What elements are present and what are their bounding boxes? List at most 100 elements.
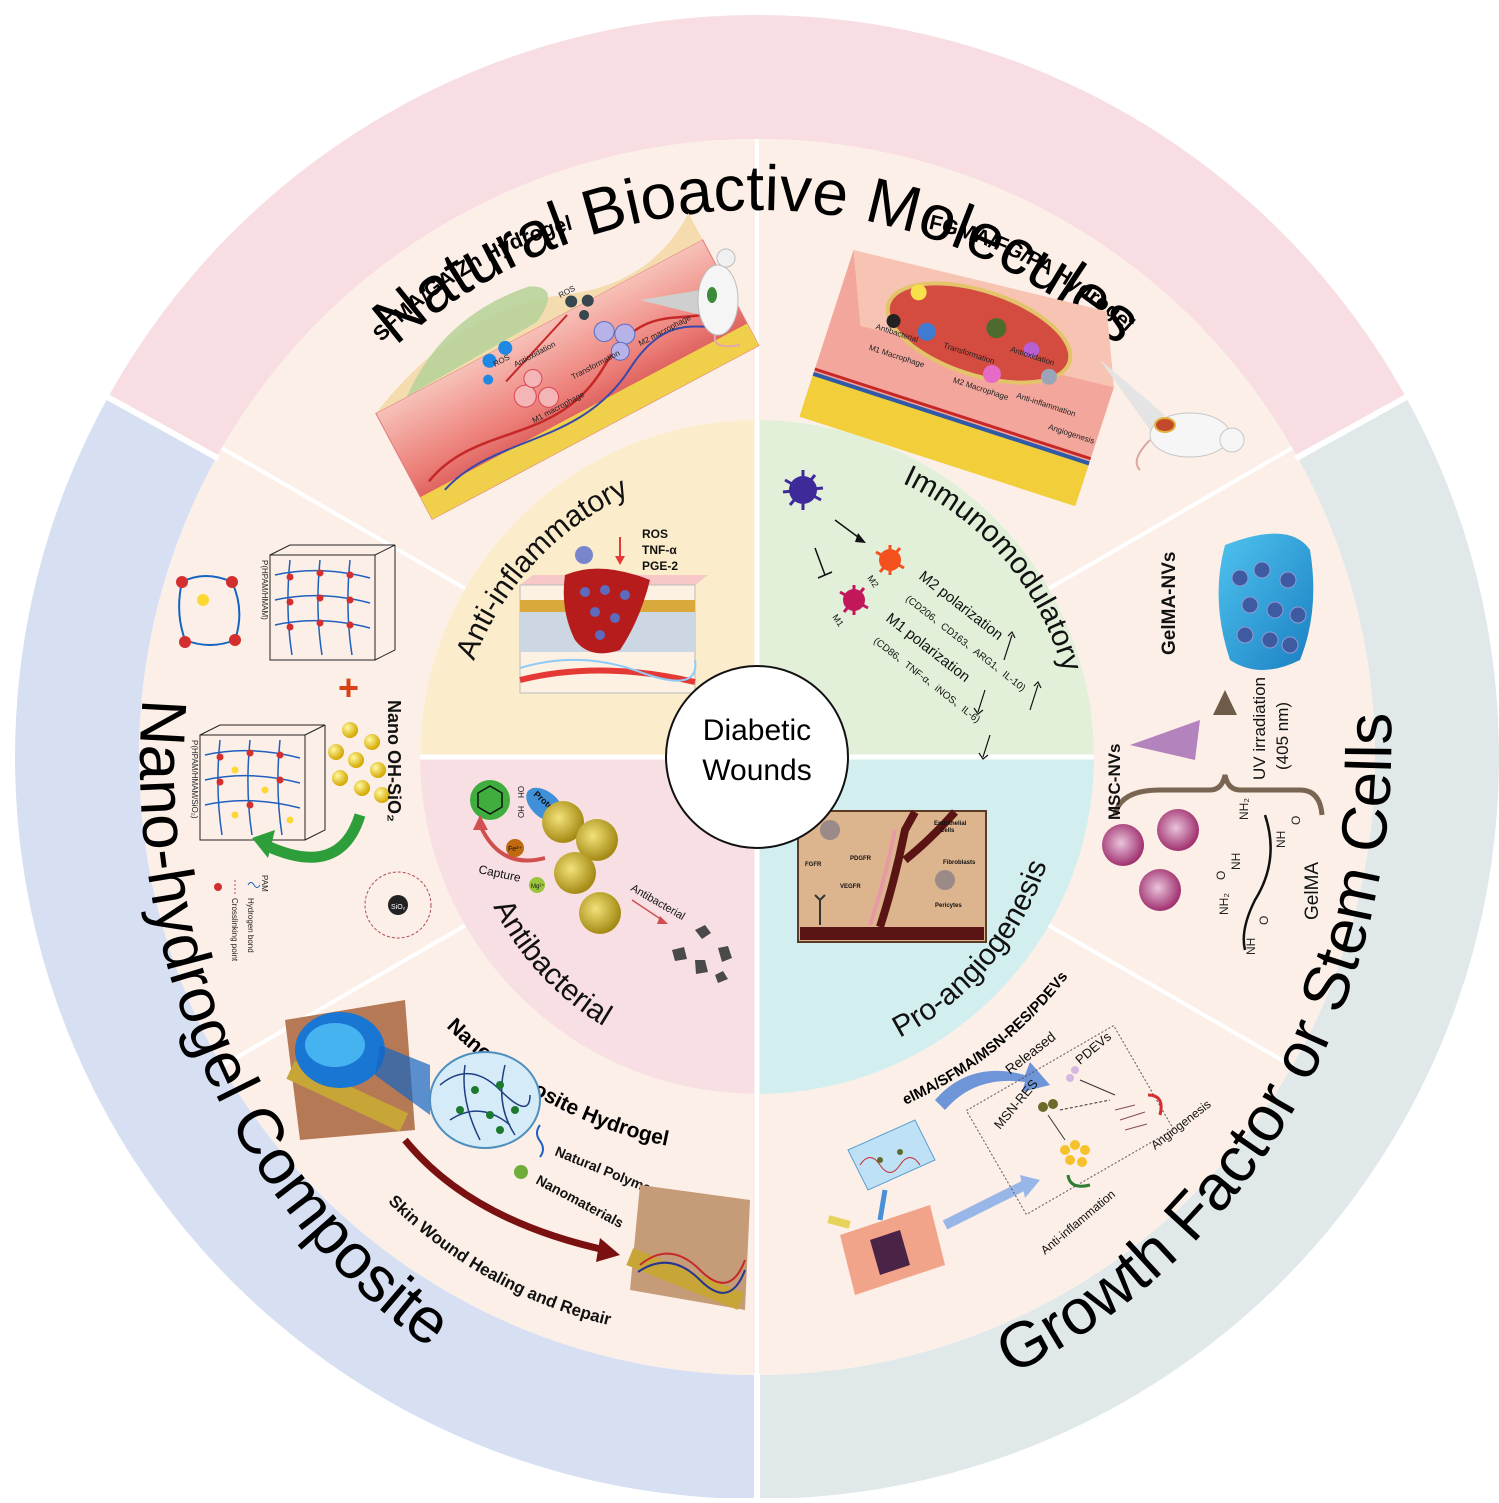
panel-fgma-fg-pa-hydrogel: FGMA/FG/PA Hydrogel Antibacterial Transf… xyxy=(799,211,1245,507)
gelma-chemical-structure: NH₂ NH O NH O NH₂ NH O xyxy=(1214,798,1303,955)
label-msc-nvs: MSC-NVs xyxy=(1105,743,1124,820)
inhibit-icon xyxy=(814,547,833,579)
mg2-ion-icon xyxy=(529,877,545,893)
outer-sector-nano-hydrogel-composite xyxy=(15,397,757,1500)
angiogenesis-diagram: Endothelial Cells FGFR PDGFR Fibroblasts… xyxy=(797,809,987,943)
gelma-nvs-hydrogel xyxy=(1218,533,1314,670)
label-fe3: Fe³⁺ xyxy=(508,846,523,853)
legend-pam: PAM xyxy=(260,875,269,892)
inflammatory-cells xyxy=(1060,1140,1090,1167)
fe3-ion-icon xyxy=(506,839,524,857)
outer-divider-upper-right xyxy=(1294,392,1411,461)
skin-wound-illustration-2: Antibacterial Transformation Antioxidati… xyxy=(799,250,1114,507)
quadrant-bg-immunomodulatory xyxy=(757,420,1094,757)
label-mg2: Mg²⁺ xyxy=(531,883,545,890)
pdev-particles xyxy=(1066,1066,1079,1082)
outer-divider-upper-left xyxy=(103,392,220,461)
dead-bacteria-fragments xyxy=(672,925,732,983)
label-fibroblasts: Fibroblasts xyxy=(943,860,976,866)
mechanism-box xyxy=(965,1024,1175,1216)
cube-p-hpam-hmam: P(HPAM/HMAM) xyxy=(260,544,396,661)
bacteria-cluster xyxy=(542,801,621,934)
chem-nh2-2: NH₂ xyxy=(1217,893,1231,915)
m1-macrophages xyxy=(513,368,560,408)
vessel-icon xyxy=(1114,1104,1148,1131)
label-endothelial: Endothelial xyxy=(934,821,967,827)
marker-tnf-alpha: TNF-α xyxy=(642,543,677,557)
label-sio2-core: SiO₂ xyxy=(391,904,406,911)
receptor-icon xyxy=(814,894,826,925)
macrophage-m0-icon xyxy=(782,470,824,510)
chem-nh-2: NH xyxy=(1229,853,1243,870)
label-pdgfr: PDGFR xyxy=(850,856,872,862)
skin-wound-illustration: ROS Antioxidation ROS M1 macrophage Tran… xyxy=(375,213,760,520)
label-uv-wavelength: (405 nm) xyxy=(1273,702,1292,770)
pam-legend-icon xyxy=(247,882,261,888)
label-pericytes: Pericytes xyxy=(935,903,962,909)
plus-icon: + xyxy=(338,667,359,708)
msn-res-particles xyxy=(1038,1099,1058,1112)
nv-wedge-icon xyxy=(1130,720,1200,760)
green-arrow-icon xyxy=(262,813,366,863)
outer-sector-natural-bioactive-molecules xyxy=(108,14,1406,458)
label-p-hpam-hmam-sio2: P(HPAM/HMAM/SiO₂) xyxy=(190,740,199,819)
panel-gelma-nvs: GelMA-NVs UV irradiation (405 nm) MSC-NV… xyxy=(1102,533,1325,955)
macrophage-m2-icon xyxy=(875,545,905,575)
ros-particles xyxy=(482,294,594,385)
chem-nh-3: NH xyxy=(1244,938,1258,955)
healing-arrow-icon xyxy=(402,1137,606,1254)
legend-left-panel: PAM Hydrogen bond Crosslinking point xyxy=(214,875,269,962)
label-uv-irradiation: UV irradiation xyxy=(1250,677,1269,780)
label-nano-oh-sio2: Nano OH-SiO₂ xyxy=(384,700,404,822)
released-arrow-icon xyxy=(935,1062,1050,1110)
middle-divider-upper-left xyxy=(220,446,467,591)
label-cells: Cells xyxy=(940,828,955,834)
chem-o-2: O xyxy=(1214,871,1228,880)
legend-crosslinking-point: Crosslinking point xyxy=(230,898,239,962)
macrophage-m1-icon xyxy=(839,585,869,615)
marker-ros: ROS xyxy=(642,527,668,541)
label-fgfr: FGFR xyxy=(805,862,822,868)
legend-hydrogen-bond: Hydrogen bond xyxy=(246,898,255,953)
middle-divider-lower-right xyxy=(1047,923,1294,1068)
wound-tissue-block xyxy=(827,1205,945,1295)
outer-sector-growth-factor-or-stem-cells xyxy=(757,397,1499,1500)
middle-divider-upper-right xyxy=(1047,446,1294,591)
marker-pge2: PGE-2 xyxy=(642,559,678,573)
center-circle: Diabetic Wounds xyxy=(665,665,849,849)
chem-o-1: O xyxy=(1289,816,1303,825)
center-label-line1: Diabetic xyxy=(703,714,811,747)
effect-arrow-icon xyxy=(942,1180,1028,1230)
chem-nh2-1: NH₂ xyxy=(1237,798,1251,820)
mouse-icon xyxy=(640,248,741,348)
label-vegfr: VEGFR xyxy=(840,884,861,890)
hydrogel-network-zoom xyxy=(429,1051,541,1149)
nano-sio2-particles xyxy=(328,722,390,803)
gelma-hydrogel-cylinder xyxy=(847,1119,936,1191)
chem-nh-1: NH xyxy=(1274,831,1288,848)
nanomaterials-legend-icon xyxy=(514,1165,528,1179)
crosslink-unit-icon xyxy=(176,575,241,648)
natural-polymer-legend-icon xyxy=(536,1124,544,1158)
trend-arrows xyxy=(973,630,1042,760)
center-label-line2: Wounds xyxy=(702,754,812,787)
middle-divider-lower-left xyxy=(220,923,467,1068)
outer-ring xyxy=(15,14,1499,1500)
label-oh: OH xyxy=(516,786,525,798)
brace-icon xyxy=(1112,774,1325,816)
msc-nv-particles xyxy=(1102,809,1199,911)
panel-nano-sio2-hydrogel: P(HPAM/HMAM) + P(HPAM/HMAM/SiO₂) Nano OH… xyxy=(176,544,432,962)
m2-macrophages xyxy=(593,321,636,361)
chem-o-3: O xyxy=(1257,916,1271,925)
cube-p-hpam-hmam-sio2: P(HPAM/HMAM/SiO₂) xyxy=(190,724,326,841)
apply-arrow-icon xyxy=(877,1189,888,1221)
capture-arrow-icon xyxy=(478,824,546,863)
label-gelma: GelMA xyxy=(1302,862,1323,920)
rat-icon xyxy=(1100,360,1245,471)
healed-skin-icon xyxy=(626,1185,750,1310)
label-p-hpam-hmam: P(HPAM/HMAM) xyxy=(260,560,269,620)
catechol-ring-icon xyxy=(470,780,510,820)
inflamed-skin-block xyxy=(519,546,708,694)
wound-with-hydrogel-icon xyxy=(285,1000,415,1140)
